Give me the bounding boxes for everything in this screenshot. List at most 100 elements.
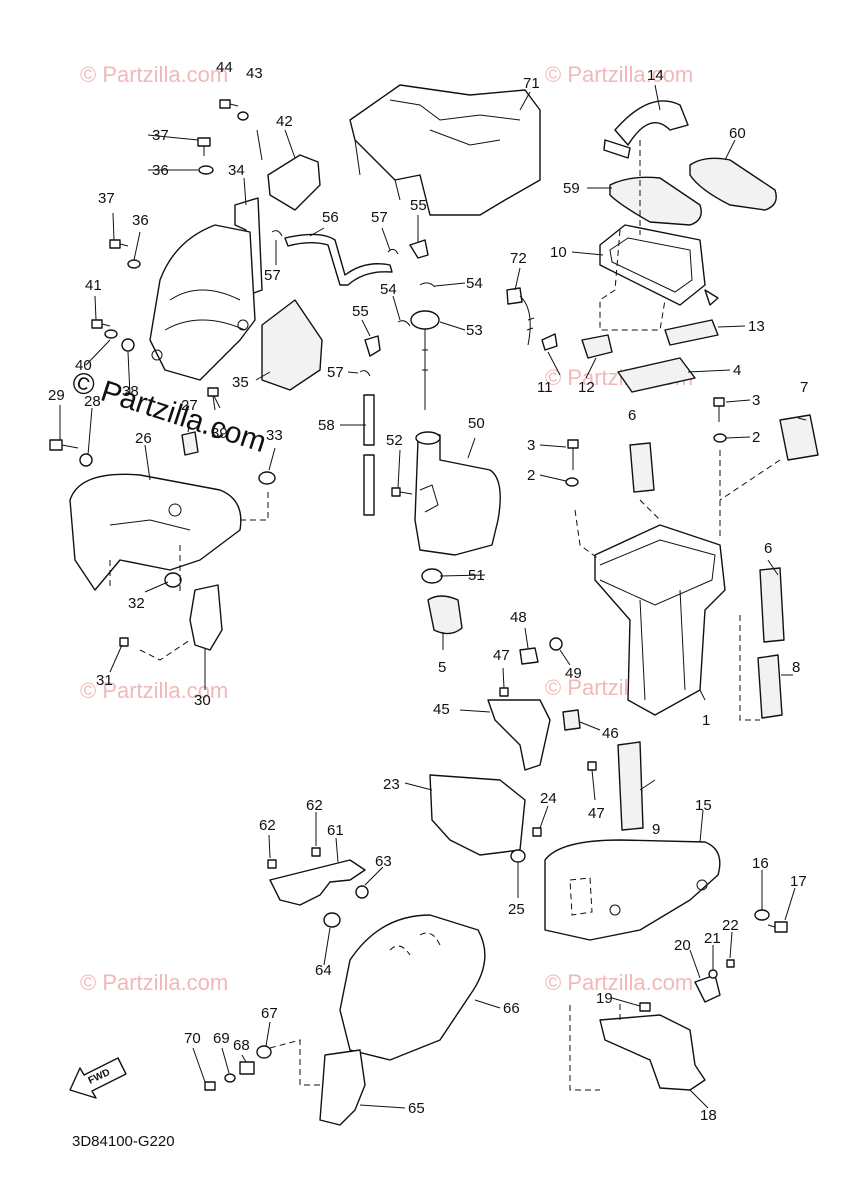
part-57-clamp [387, 248, 399, 255]
part-70-bolt [204, 1081, 216, 1091]
part-52-bolt [391, 487, 413, 497]
part-13-pad [664, 319, 719, 346]
part-7-pad [779, 414, 819, 461]
callout-52: 52 [386, 432, 403, 449]
callout-41: 41 [85, 277, 102, 294]
part-71-fender-cover [349, 84, 541, 216]
part-58-hose [363, 394, 375, 516]
callout-57: 57 [327, 364, 344, 381]
callout-53: 53 [466, 322, 483, 339]
callout-6: 6 [764, 540, 772, 557]
callout-18: 18 [700, 1107, 717, 1124]
part-57-clamp [271, 230, 283, 237]
part-43-washer [237, 111, 249, 121]
callout-49: 49 [565, 665, 582, 682]
part-54-clip [397, 320, 411, 327]
part-29-bolt [49, 439, 79, 451]
callout-9: 9 [652, 821, 660, 838]
callout-20: 20 [674, 937, 691, 954]
callout-64: 64 [315, 962, 332, 979]
callout-72: 72 [510, 250, 527, 267]
part-56-hose [284, 233, 393, 286]
part-48-clamp [519, 647, 539, 665]
callout-26: 26 [135, 430, 152, 447]
callout-30: 30 [194, 692, 211, 709]
callout-62: 62 [306, 797, 323, 814]
callout-38: 38 [122, 383, 139, 400]
callout-2: 2 [752, 429, 760, 446]
callout-57: 57 [371, 209, 388, 226]
part-47-bolt [587, 761, 597, 771]
callout-61: 61 [327, 822, 344, 839]
callout-4: 4 [733, 362, 741, 379]
part-4-pad [617, 357, 696, 393]
part-6-pad-lower [759, 567, 785, 643]
part-37-screw [109, 239, 129, 249]
callout-23: 23 [383, 776, 400, 793]
callout-54: 54 [466, 275, 483, 292]
callout-22: 22 [722, 917, 739, 934]
callout-69: 69 [213, 1030, 230, 1047]
callouts: 71 14 60 59 10 13 11 12 4 3 2 7 6 3 2 6 … [48, 59, 808, 1124]
callout-63: 63 [375, 853, 392, 870]
callout-62: 62 [259, 817, 276, 834]
part-26-side-cover [69, 473, 242, 591]
part-51-grommet [421, 568, 443, 584]
callout-48: 48 [510, 609, 527, 626]
callout-56: 56 [322, 209, 339, 226]
part-41-bolt [91, 319, 111, 329]
fwd-arrow-icon: FWD [69, 1057, 127, 1099]
callout-46: 46 [602, 725, 619, 742]
part-19-bolt [639, 1002, 651, 1012]
callout-17: 17 [790, 873, 807, 890]
callout-50: 50 [468, 415, 485, 432]
callout-27: 27 [181, 397, 198, 414]
part-67-grommet [256, 1045, 272, 1059]
part-65-bracket [319, 1049, 366, 1126]
watermark: © Partzilla.com [80, 678, 228, 703]
callout-33: 33 [266, 427, 283, 444]
callout-36: 36 [132, 212, 149, 229]
callout-12: 12 [578, 379, 595, 396]
part-68-collar [239, 1061, 255, 1075]
part-44-bolt [219, 99, 239, 109]
part-30-bracket [189, 584, 223, 651]
callout-37: 37 [152, 127, 169, 144]
callout-43: 43 [246, 65, 263, 82]
part-33-grommet [258, 471, 276, 485]
callout-51: 51 [468, 567, 485, 584]
callout-57: 57 [264, 267, 281, 284]
part-21-washer [708, 969, 718, 979]
callout-58: 58 [318, 417, 335, 434]
part-23-bracket [429, 774, 526, 856]
part-49-clip [549, 637, 563, 651]
callout-31: 31 [96, 672, 113, 689]
callout-36: 36 [152, 162, 169, 179]
part-57-clamp [359, 370, 371, 377]
callout-11: 11 [537, 379, 553, 396]
part-14-band [603, 100, 689, 159]
part-61-bracket [269, 859, 366, 906]
callout-45: 45 [433, 701, 450, 718]
part-20-lock [694, 974, 721, 1003]
part-27-plate [181, 431, 199, 456]
part-36-washer [198, 165, 214, 175]
part-55-joint [409, 239, 429, 259]
callout-21: 21 [704, 930, 721, 947]
callout-1: 1 [702, 712, 710, 729]
callout-54: 54 [380, 281, 397, 298]
callout-25: 25 [508, 901, 525, 918]
callout-10: 10 [550, 244, 567, 261]
part-35-cover-plate [261, 299, 323, 391]
callout-19: 19 [596, 990, 613, 1007]
callout-40: 40 [75, 357, 92, 374]
callout-8: 8 [792, 659, 800, 676]
part-22-screw [726, 959, 735, 968]
part-16-washer [754, 909, 770, 921]
part-62-bolt [311, 847, 321, 857]
part-39-bolt [207, 387, 219, 411]
callout-2: 2 [527, 467, 535, 484]
part-42-cover [267, 154, 321, 211]
callout-28: 28 [84, 393, 101, 410]
